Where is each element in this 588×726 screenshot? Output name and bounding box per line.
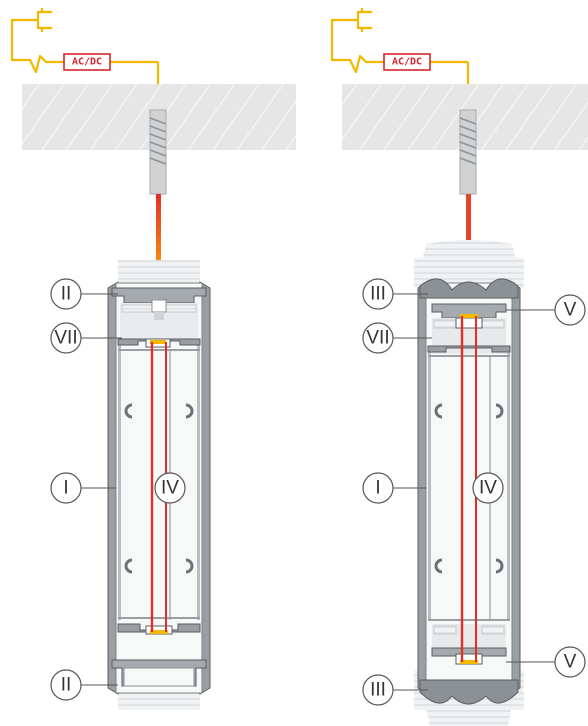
profile-housing (417, 278, 521, 705)
callout-top-cap: III (362, 278, 428, 310)
callout-led-strip: IV (154, 472, 186, 504)
plug-icon (10, 8, 64, 74)
acdc-adapter: AC/DC (63, 53, 111, 71)
callout-bottom-cap: II (50, 669, 118, 701)
callout-housing: I (362, 472, 426, 504)
power-cable (156, 194, 161, 294)
svg-text:V: V (564, 300, 577, 321)
power-cable (466, 194, 471, 240)
callout-bottom-cap: III (362, 674, 428, 706)
callout-led-strip: IV (472, 472, 504, 504)
svg-text:VII: VII (54, 328, 77, 349)
svg-text:III: III (370, 680, 386, 701)
left-panel: AC/DC (10, 8, 296, 710)
svg-text:IV: IV (161, 478, 179, 499)
acdc-label: AC/DC (392, 57, 422, 68)
callout-bottom-mount: V (506, 646, 586, 678)
ceiling-anchor (149, 109, 167, 195)
svg-text:III: III (370, 284, 386, 305)
svg-text:I: I (63, 478, 68, 499)
svg-text:II: II (61, 284, 72, 305)
svg-text:I: I (375, 478, 380, 499)
callout-clip: VII (362, 322, 432, 354)
acdc-label: AC/DC (72, 57, 102, 68)
callout-top-mount: V (506, 294, 586, 326)
plug-icon (330, 8, 384, 74)
svg-text:V: V (564, 652, 577, 673)
svg-text:IV: IV (479, 478, 497, 499)
svg-text:VII: VII (366, 328, 389, 349)
acdc-adapter: AC/DC (383, 53, 431, 71)
callout-top-cap: II (50, 278, 118, 310)
right-panel: AC/DC (330, 8, 588, 726)
callout-housing: I (50, 472, 116, 504)
ceiling-anchor (459, 109, 477, 195)
callout-clip: VII (50, 322, 122, 354)
svg-text:II: II (61, 675, 72, 696)
